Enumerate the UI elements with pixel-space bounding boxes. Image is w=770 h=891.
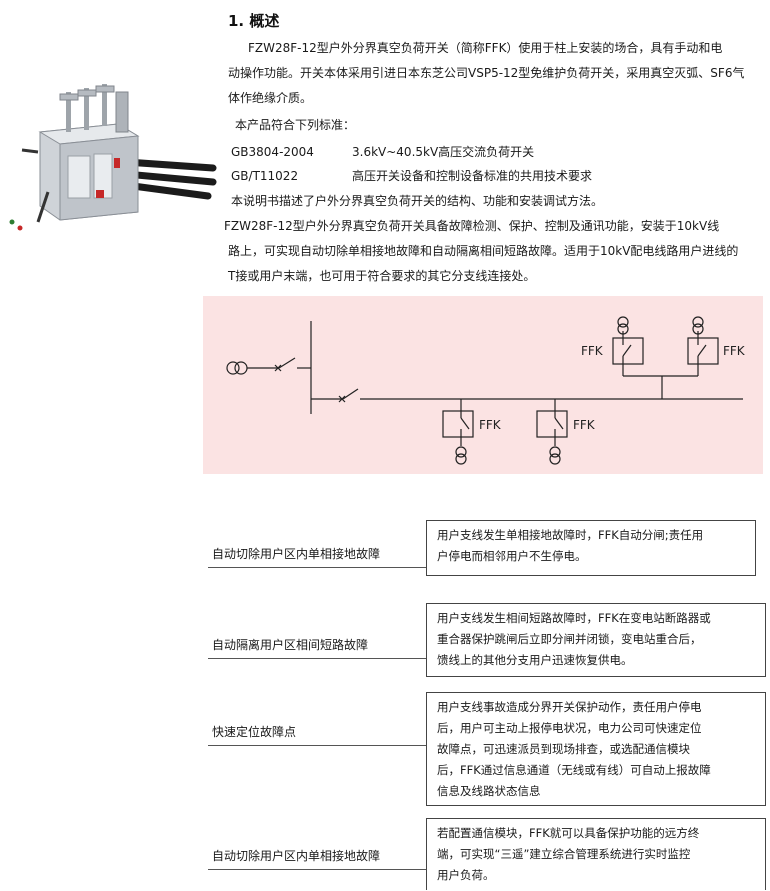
ffk-label: FFK <box>573 418 596 432</box>
feature-desc-box: 用户支线事故造成分界开关保护动作，责任用户停电 后，用户可主动上报停电状况，电力… <box>426 692 766 806</box>
features-line: FZW28F-12型户外分界真空负荷开关具备故障检测、保护、控制及通讯功能，安装… <box>224 219 720 233</box>
feature-desc-line: 后，FFK通过信息通道（无线或有线）可自动上报故障 <box>437 763 711 777</box>
wiring-diagram: FFK FFK FFK FFK <box>203 296 763 474</box>
feature-desc-line: 重合器保护跳闸后立即分闸并闭锁，变电站重合后， <box>437 632 702 646</box>
feature-desc-line: 后，用户可主动上报停电状况，电力公司可快速定位 <box>437 721 702 735</box>
scope-line: 本说明书描述了户外分界真空负荷开关的结构、功能和安装调试方法。 <box>231 194 604 208</box>
feature-divider <box>208 658 426 659</box>
standard-desc: 3.6kV~40.5kV高压交流负荷开关 <box>352 145 535 159</box>
feature-desc-box: 用户支线发生相间短路故障时，FFK在变电站断路器或 重合器保护跳闸后立即分闸并闭… <box>426 603 766 677</box>
feature-desc-line: 用户支线发生单相接地故障时，FFK自动分闸;责任用 <box>437 528 704 542</box>
feature-title: 自动切除用户区内单相接地故障 <box>212 547 381 561</box>
feature-desc-line: 端，可实现“三遥”建立综合管理系统进行实时监控 <box>437 847 691 861</box>
standard-code: GB3804-2004 <box>231 145 314 159</box>
feature-divider <box>208 869 426 870</box>
standard-code: GB/T11022 <box>231 169 299 183</box>
features-line: T接或用户末端，也可用于符合要求的其它分支线连接处。 <box>228 269 536 283</box>
feature-desc-line: 用户支线发生相间短路故障时，FFK在变电站断路器或 <box>437 611 711 625</box>
feature-desc-line: 馈线上的其他分支用户迅速恢复供电。 <box>437 653 633 667</box>
standards-intro: 本产品符合下列标准： <box>235 118 356 132</box>
feature-desc-line: 户停电而相邻用户不生停电。 <box>437 549 587 563</box>
feature-desc-box: 用户支线发生单相接地故障时，FFK自动分闸;责任用 户停电而相邻用户不生停电。 <box>426 520 756 576</box>
diagram-canvas: FFK FFK FFK FFK <box>226 316 746 465</box>
feature-title: 快速定位故障点 <box>212 725 297 739</box>
feature-title: 自动隔离用户区相间短路故障 <box>212 638 369 652</box>
feature-desc-line: 故障点，可迅速派员到现场排查，或选配通信模块 <box>437 742 690 756</box>
ffk-label: FFK <box>479 418 502 432</box>
feature-desc-box: 若配置通信模块，FFK就可以具备保护功能的远方终 端，可实现“三遥”建立综合管理… <box>426 818 766 890</box>
feature-desc-line: 用户负荷。 <box>437 868 495 882</box>
section-heading: 1. 概述 <box>228 12 280 30</box>
intro-line: 动操作功能。开关本体采用引进日本东芝公司VSP5-12型免维护负荷开关，采用真空… <box>228 66 745 80</box>
feature-title: 自动切除用户区内单相接地故障 <box>212 849 381 863</box>
intro-line: FZW28F-12型户外分界真空负荷开关（简称FFK）使用于柱上安装的场合，具有… <box>248 41 723 55</box>
feature-desc-line: 信息及线路状态信息 <box>437 784 541 798</box>
standard-desc: 高压开关设备和控制设备标准的共用技术要求 <box>352 169 593 183</box>
feature-desc-line: 若配置通信模块，FFK就可以具备保护功能的远方终 <box>437 826 700 840</box>
features-line: 路上，可实现自动切除单相接地故障和自动隔离相间短路故障。适用于10kV配电线路用… <box>228 244 739 258</box>
product-photo <box>9 84 217 231</box>
intro-line: 体作绝缘介质。 <box>228 91 313 105</box>
feature-divider <box>208 745 426 746</box>
feature-desc-line: 用户支线事故造成分界开关保护动作，责任用户停电 <box>437 700 702 714</box>
feature-divider <box>208 567 426 568</box>
ffk-label: FFK <box>581 344 604 358</box>
ffk-label: FFK <box>723 344 746 358</box>
